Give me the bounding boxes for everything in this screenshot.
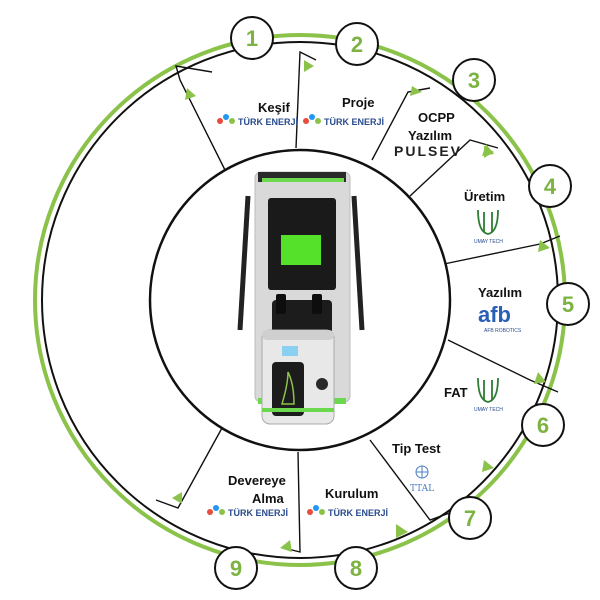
- ttal-logo-icon: [415, 465, 429, 479]
- charger-screen: [281, 235, 321, 265]
- step-7-number-badge: 7: [448, 496, 492, 540]
- step-5-brand: AFB ROBOTICS: [484, 328, 522, 334]
- step-7-number: 7: [464, 506, 476, 531]
- step-6-number-badge: 6: [521, 403, 565, 447]
- step-4-number-badge: 4: [528, 164, 572, 208]
- step-1-number-badge: 1: [230, 16, 274, 60]
- step-5-number: 5: [562, 292, 574, 317]
- divider-3-4: [371, 87, 431, 161]
- arrow-icon: [304, 60, 314, 72]
- step-9-number: 9: [230, 556, 242, 581]
- arrow-icon: [482, 460, 494, 472]
- step-1-brand: TÜRK ENERJİ: [238, 117, 298, 127]
- divider-2-3: [295, 50, 317, 149]
- step-4-number: 4: [544, 174, 557, 199]
- step-2: Proje TÜRK ENERJİ: [303, 95, 384, 127]
- step-9-label: Devereye: [228, 473, 286, 488]
- step-5-label: Yazılım: [478, 285, 522, 300]
- step-3-number-badge: 3: [452, 58, 496, 102]
- step-8: Kurulum TÜRK ENERJİ: [307, 486, 388, 518]
- step-3: OCPP Yazılım PULSEV: [394, 110, 494, 159]
- step-number-circles: 1 2 3 4 5 6 7 8 9: [214, 16, 590, 590]
- step-2-number-badge: 2: [335, 22, 379, 66]
- divider-8-9: [283, 451, 301, 553]
- step-2-number: 2: [351, 32, 363, 57]
- arrow-icon: [172, 492, 182, 504]
- step-3-number: 3: [468, 68, 480, 93]
- step-3-brand: PULSEV: [394, 143, 462, 159]
- step-2-brand: TÜRK ENERJİ: [324, 117, 384, 127]
- step-3-label2: Yazılım: [408, 128, 452, 143]
- divider-6-7: [447, 339, 559, 393]
- step-6-label: FAT: [444, 385, 468, 400]
- step-8-number-badge: 8: [334, 546, 378, 590]
- afb-robotics-logo-icon: afb: [478, 302, 511, 327]
- ev-charger-image: [237, 171, 365, 425]
- step-8-number: 8: [350, 556, 362, 581]
- turk-enerji-logo-icon: [307, 505, 325, 515]
- step-8-brand: TÜRK ENERJİ: [328, 508, 388, 518]
- step-8-label: Kurulum: [325, 486, 378, 501]
- turk-enerji-logo-icon: [207, 505, 225, 515]
- step-7-label: Tip Test: [392, 441, 441, 456]
- segment-dividers: [155, 50, 561, 553]
- step-6-number: 6: [537, 413, 549, 438]
- arrow-icon: [534, 372, 546, 384]
- umay-tech-logo-icon: [477, 209, 499, 235]
- turk-enerji-logo-icon: [303, 114, 321, 124]
- step-7: Tip Test TTAL: [392, 441, 441, 494]
- divider-1-2: [175, 65, 227, 173]
- step-1-number: 1: [246, 26, 258, 51]
- step-5-number-badge: 5: [546, 282, 590, 326]
- step-3-label: OCPP: [418, 110, 455, 125]
- divider-4-5: [409, 139, 499, 197]
- arrow-icon: [396, 524, 408, 538]
- step-6: FAT UMAY TECH: [444, 377, 503, 413]
- step-4-label: Üretim: [464, 189, 505, 204]
- step-9-number-badge: 9: [214, 546, 258, 590]
- segment-arrows: [172, 60, 550, 552]
- step-9-label2: Alma: [252, 491, 285, 506]
- arrow-icon: [538, 240, 550, 252]
- step-1-label: Keşif: [258, 100, 290, 115]
- step-4-brand: UMAY TECH: [474, 239, 503, 245]
- arrow-icon: [484, 146, 494, 158]
- umay-tech-logo-icon: [477, 377, 499, 403]
- arrow-icon: [410, 86, 422, 96]
- step-5: Yazılım afb AFB ROBOTICS: [478, 285, 522, 334]
- step-4: Üretim UMAY TECH: [464, 189, 505, 245]
- step-9: Devereye Alma TÜRK ENERJİ: [207, 473, 288, 518]
- step-6-brand: UMAY TECH: [474, 407, 503, 413]
- step-7-brand: TTAL: [410, 484, 434, 494]
- step-1: Keşif TÜRK ENERJİ: [217, 100, 298, 127]
- arrow-icon: [280, 540, 292, 552]
- step-9-brand: TÜRK ENERJİ: [228, 508, 288, 518]
- step-2-label: Proje: [342, 95, 375, 110]
- divider-9-1: [155, 427, 223, 509]
- arrow-icon: [185, 88, 196, 100]
- turk-enerji-logo-icon: [217, 114, 235, 124]
